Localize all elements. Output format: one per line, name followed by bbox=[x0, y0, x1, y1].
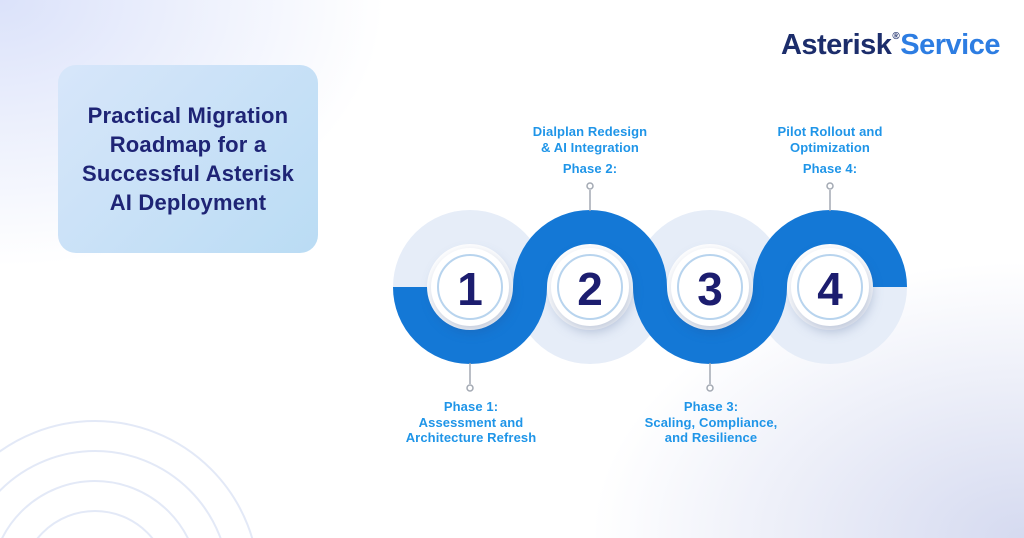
phase-node-2 bbox=[551, 248, 629, 326]
title-card: Practical Migration Roadmap for a Succes… bbox=[58, 65, 318, 253]
connector-dot-phase-4 bbox=[826, 182, 834, 190]
phase-4-label: Pilot Rollout and Optimization Phase 4: bbox=[720, 124, 940, 177]
phase-3-desc-line-2: and Resilience bbox=[664, 430, 758, 445]
connector-dot-phase-1 bbox=[466, 384, 474, 392]
title-line: Practical Migration bbox=[87, 103, 289, 128]
node-ring-3 bbox=[677, 254, 743, 320]
phase-node-3 bbox=[671, 248, 749, 326]
connector-dot-phase-3 bbox=[706, 384, 714, 392]
phase-2-desc-line-2: & AI Integration bbox=[541, 139, 639, 155]
phase-node-1 bbox=[431, 248, 509, 326]
infographic-title: Practical Migration Roadmap for a Succes… bbox=[82, 101, 294, 217]
phase-2-label: Dialplan Redesign & AI Integration Phase… bbox=[480, 124, 700, 177]
phase-3-tag: Phase 3: bbox=[683, 399, 739, 414]
phase-3-desc-line-1: Scaling, Compliance, bbox=[644, 414, 778, 430]
phase-number-3: 3 bbox=[697, 263, 723, 315]
phase-number-4: 4 bbox=[817, 263, 843, 315]
phase-4-desc-line-2: Optimization bbox=[790, 139, 870, 155]
phase-2-tag: Phase 2: bbox=[562, 161, 618, 176]
title-line: AI Deployment bbox=[109, 190, 267, 215]
registered-trademark-icon: ® bbox=[892, 31, 900, 43]
brand-logo: Asterisk®Service bbox=[780, 29, 1001, 62]
brand-name-secondary: Service bbox=[900, 29, 1000, 61]
phase-4-desc-line-1: Pilot Rollout and bbox=[777, 124, 883, 139]
phase-number-1: 1 bbox=[457, 263, 483, 315]
node-ring-4 bbox=[797, 254, 863, 320]
phase-1-tag: Phase 1: bbox=[443, 399, 499, 414]
phase-4-tag: Phase 4: bbox=[802, 161, 858, 176]
node-ring-2 bbox=[557, 254, 623, 320]
phase-3-label: Phase 3: Scaling, Compliance, and Resili… bbox=[601, 399, 821, 446]
title-line: Successful Asterisk bbox=[81, 161, 295, 186]
phase-2-desc-line-1: Dialplan Redesign bbox=[532, 124, 648, 139]
phase-node-4 bbox=[791, 248, 869, 326]
connector-dot-phase-2 bbox=[586, 182, 594, 190]
phase-1-label: Phase 1: Assessment and Architecture Ref… bbox=[361, 399, 581, 446]
phase-1-desc-line-2: Architecture Refresh bbox=[405, 430, 537, 445]
node-ring-1 bbox=[437, 254, 503, 320]
progress-ribbon bbox=[393, 210, 907, 364]
title-line: Roadmap for a bbox=[109, 132, 267, 157]
phase-number-2: 2 bbox=[577, 263, 603, 315]
phase-1-desc-line-1: Assessment and bbox=[418, 414, 524, 430]
brand-name-primary: Asterisk bbox=[780, 29, 892, 61]
